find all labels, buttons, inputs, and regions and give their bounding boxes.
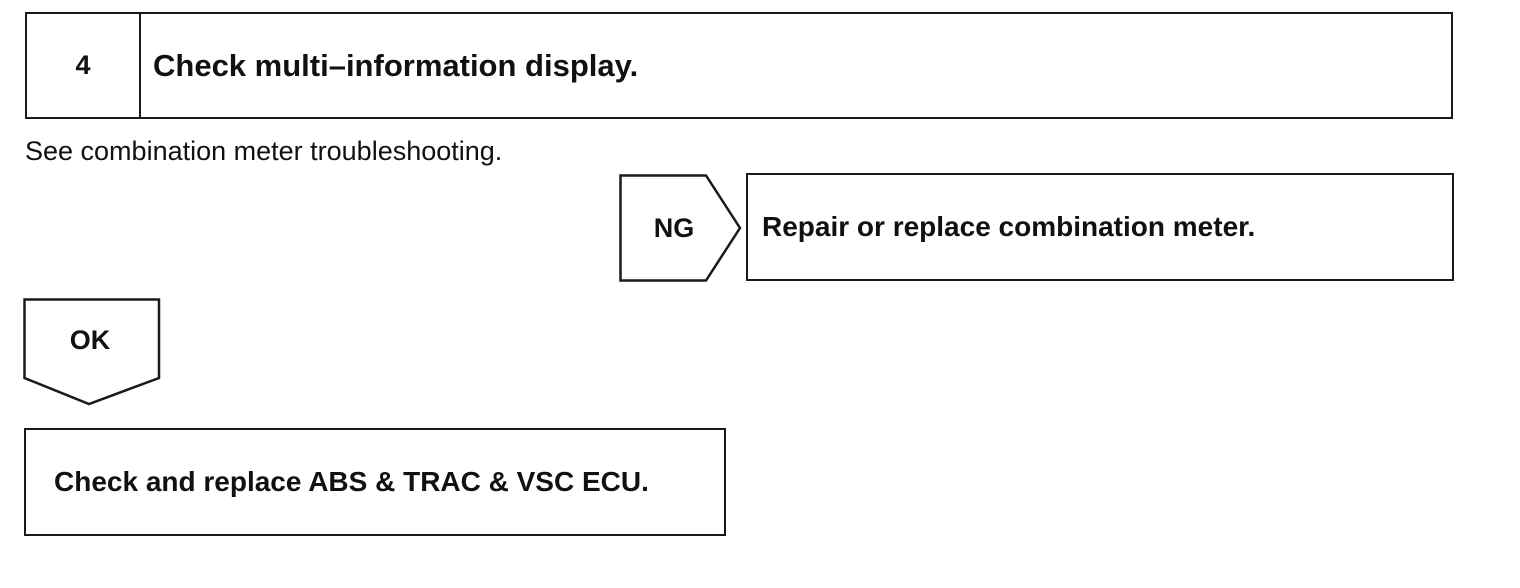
ng-label: NG — [653, 212, 695, 243]
ng-result-text: Repair or replace combination meter. — [762, 211, 1256, 242]
down-arrow-tag-shape — [23, 298, 161, 406]
instruction-text: See combination meter troubleshooting. — [25, 136, 503, 166]
ok-label: OK — [69, 324, 111, 355]
ok-result-text: Check and replace ABS & TRAC & VSC ECU. — [54, 466, 649, 497]
step-title: Check multi–information display. — [153, 47, 639, 83]
ng-arrow-tag: NG — [619, 174, 744, 282]
step-header-box: 4 Check multi–information display. — [25, 12, 1453, 119]
right-arrow-tag-shape — [619, 174, 742, 282]
step-number: 4 — [27, 14, 141, 117]
ok-arrow-tag: OK — [23, 298, 161, 406]
ok-result-box: Check and replace ABS & TRAC & VSC ECU. — [24, 428, 726, 536]
ng-result-box: Repair or replace combination meter. — [746, 173, 1454, 281]
